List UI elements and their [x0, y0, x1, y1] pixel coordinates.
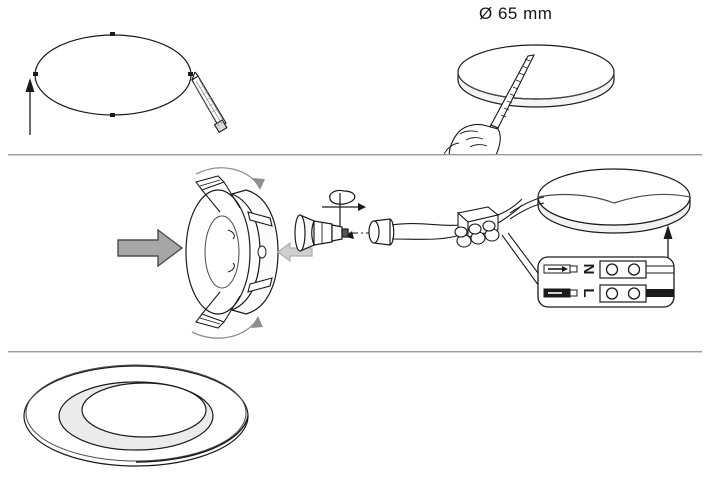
ceiling-marking-circle [34, 34, 192, 116]
gu10-lamp [294, 214, 349, 252]
registration-tick-marks [33, 32, 193, 117]
lamp-wiring-figure [292, 185, 523, 305]
push-arrow-light [277, 241, 313, 263]
screw-terminals-neutral [599, 260, 674, 279]
rotation-arrows [191, 167, 265, 339]
panel-step-1: Ø 65 mm [0, 0, 710, 156]
cable [391, 223, 461, 240]
terminal-live-label: L [580, 288, 597, 297]
push-arrow-dark [117, 228, 184, 268]
disc-cable [509, 196, 545, 220]
ceiling-marking-figure [0, 0, 260, 155]
installed-downlight [23, 364, 249, 467]
ceiling-disc [537, 168, 691, 234]
terminal-detail-figure: N L [496, 231, 686, 341]
terminal-neutral-label: N [580, 264, 597, 275]
spring-clip-bottom [195, 291, 241, 329]
wire-live [543, 288, 578, 298]
lamp-holder [368, 218, 395, 246]
panel-step-2: N L [0, 155, 710, 352]
installed-downlight-figure [18, 358, 268, 476]
connector-block [454, 198, 523, 248]
ceiling-disc-figure [509, 155, 710, 285]
panel-divider-2 [8, 351, 702, 353]
spring-clip-top [195, 175, 241, 213]
cut-disc [457, 44, 615, 108]
hand-icon [443, 123, 501, 156]
downlight-housing [185, 189, 279, 315]
hole-diameter-label: Ø 65 mm [479, 4, 553, 23]
panel-step-3 [0, 352, 710, 479]
hole-cutting-figure [430, 22, 710, 156]
clip-bracket [247, 211, 273, 293]
screw-terminals-live [599, 284, 674, 303]
wire-neutral [543, 264, 578, 274]
pencil-icon [191, 71, 228, 134]
panel-divider-1 [8, 154, 702, 156]
housing-insertion-figure [100, 160, 320, 345]
ceiling-direction-arrow [25, 78, 35, 135]
